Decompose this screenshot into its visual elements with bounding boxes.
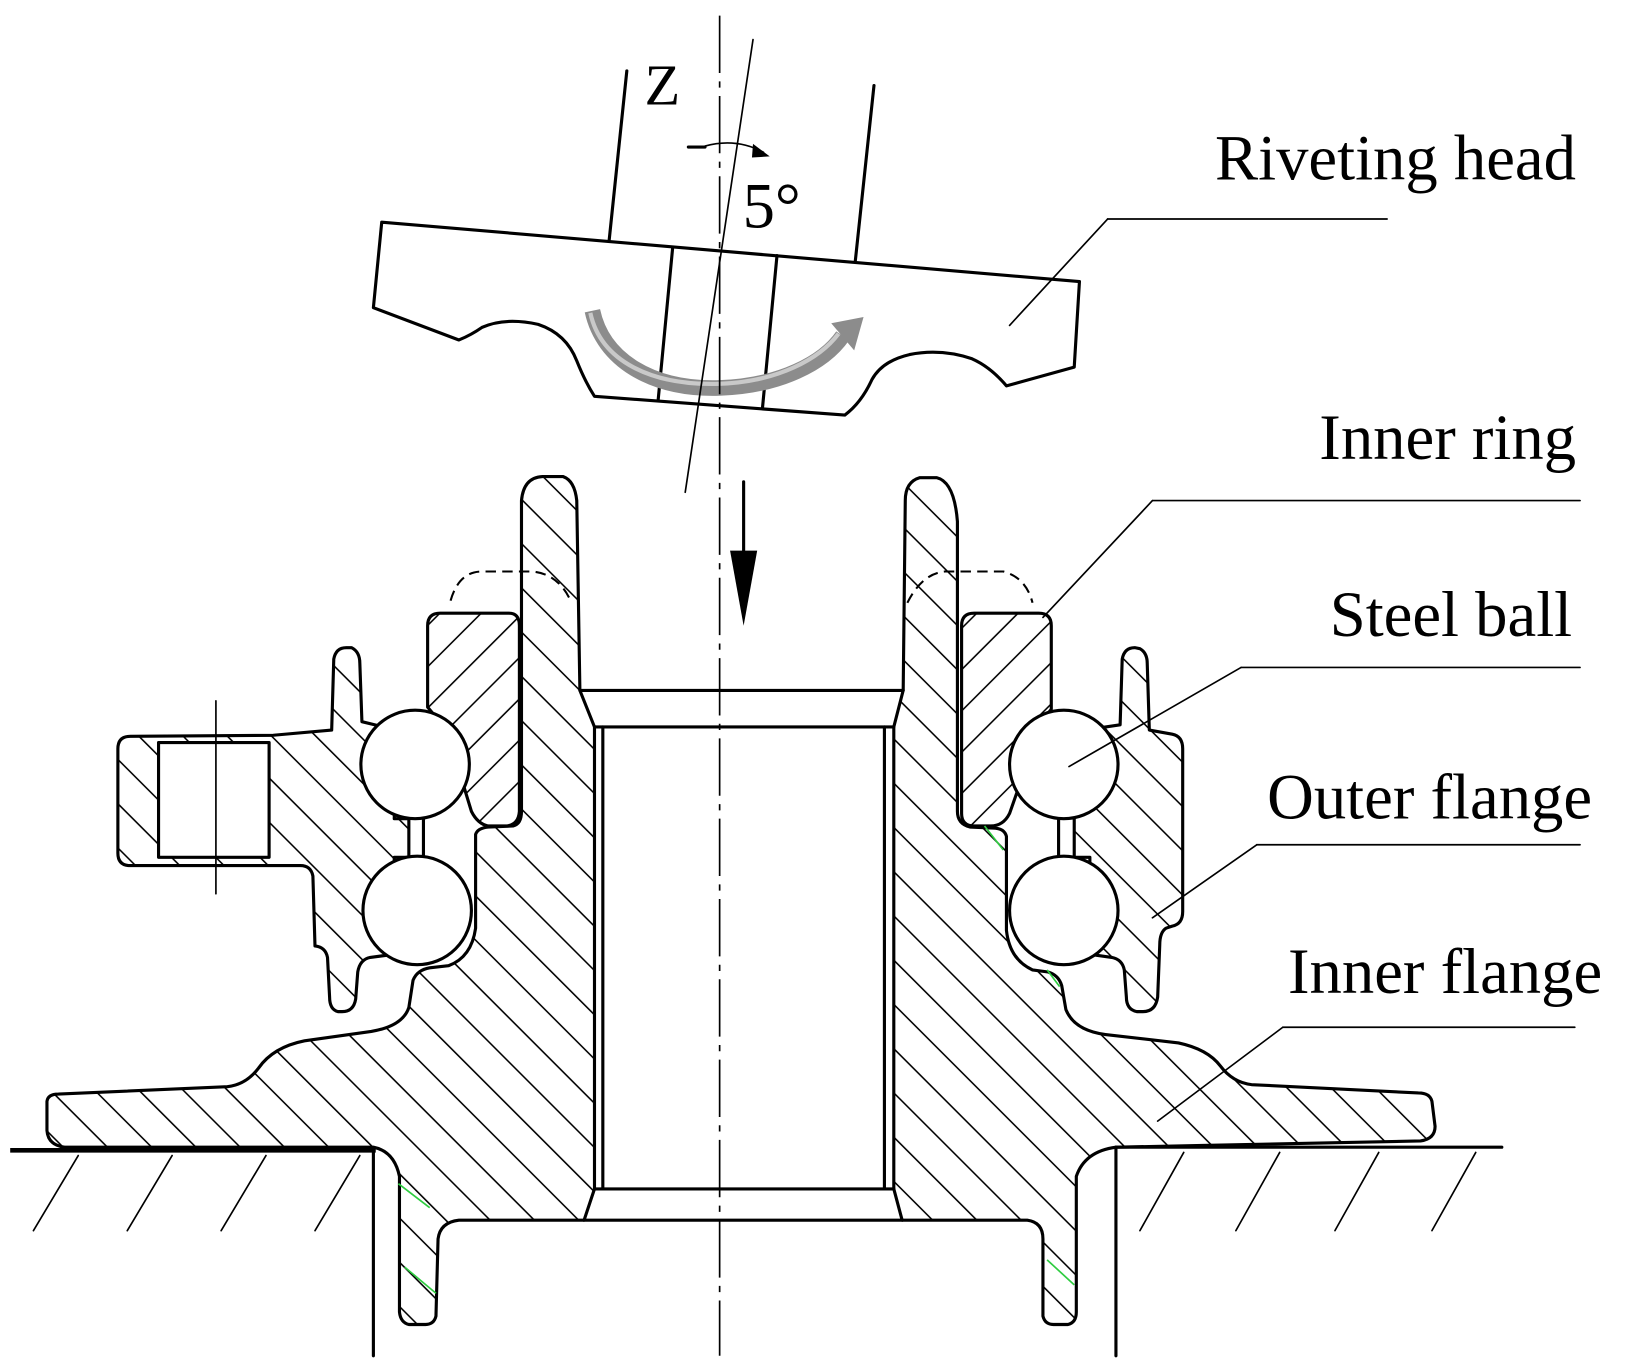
ground-hatch [32,1154,80,1232]
ground-hatch [1139,1151,1185,1232]
tilt-angle-label: 5° [743,169,801,241]
label-outer-flange: Outer flange [1151,761,1592,919]
label-inner-ring-text: Inner ring [1319,401,1576,473]
bolt-hole [156,740,271,859]
riveting-head [371,220,1082,417]
steel-ball-right-lower [1008,854,1120,967]
label-inner-ring: Inner ring [1042,401,1581,619]
ground-hatch [220,1154,267,1232]
ground-right [1114,1145,1504,1358]
riveting-head-shank-left [607,69,629,243]
label-outer-flange-text: Outer flange [1267,761,1592,833]
riveted-form-left [449,570,573,604]
inner-ring-left [426,611,521,828]
riveted-form-right [906,570,1034,604]
leader-line [1042,499,1154,619]
leader-line [1151,843,1258,919]
riveting-head-shank-right [853,83,876,264]
ground-hatch [314,1154,361,1232]
ground-hatch [1334,1151,1380,1232]
inner-flange-bore [578,688,905,1222]
tilt-angle-arrow-head [751,143,770,158]
construction-mark [1046,969,1061,988]
label-steel-ball: Steel ball [1068,578,1581,768]
steel-ball-right-upper [1008,708,1120,821]
feed-arrow-head [730,550,758,626]
construction-mark [397,1183,431,1209]
inner-flange-right-section [892,476,1437,1327]
label-riveting-head-text: Riveting head [1215,121,1576,193]
construction-mark [1046,1259,1075,1286]
label-inner-flange: Inner flange [1156,935,1602,1122]
label-inner-flange-text: Inner flange [1288,935,1602,1007]
z-axis-label: Z [645,52,681,117]
ground-hatch [126,1154,173,1232]
ground-left [10,1147,376,1358]
rotation-arrow-head [831,317,864,351]
ground-hatch [1235,1151,1281,1232]
construction-mark [404,1266,437,1294]
leader-line [1008,218,1109,327]
steel-ball-left-lower [361,854,473,967]
leader-line [1068,666,1242,768]
ground-hatch [1431,1151,1477,1232]
tilt-angle-arrow [686,142,770,158]
leader-line [1156,1026,1284,1122]
label-steel-ball-text: Steel ball [1330,578,1572,650]
construction-mark [983,825,1004,851]
inner-flange-left-section [45,475,597,1327]
construction-marks [397,825,1075,1294]
steel-ball-left-upper [359,708,471,821]
feed-direction-arrow [730,480,758,626]
label-riveting-head: Riveting head [1008,121,1576,327]
